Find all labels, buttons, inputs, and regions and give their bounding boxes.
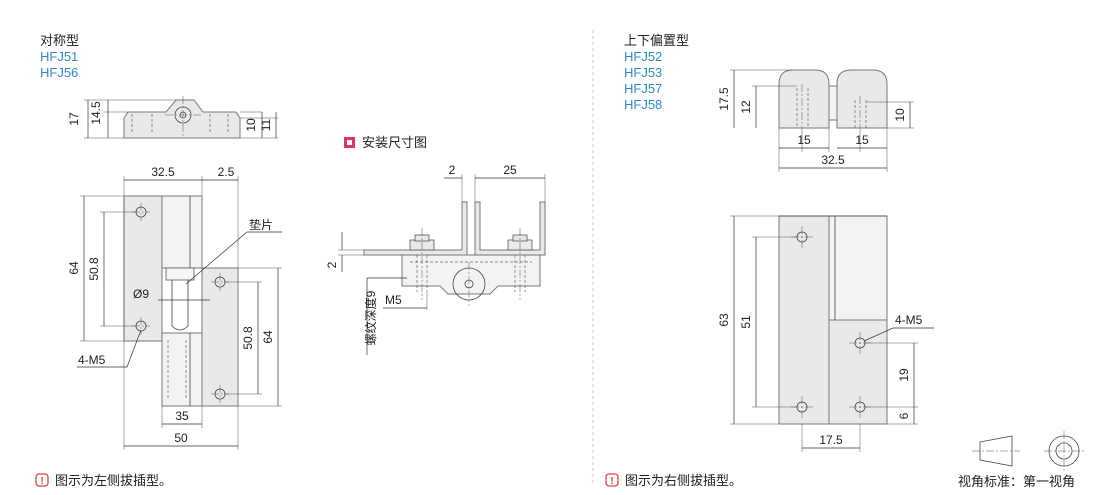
right-dim-17-5-b: 17.5: [819, 433, 843, 447]
projection-label: 视角标准：第一视角: [958, 474, 1075, 489]
left-dim-32-5: 32.5: [151, 165, 175, 179]
mount-dim-2: 2: [449, 163, 456, 177]
svg-text:!: !: [610, 476, 613, 487]
left-dim-14-5: 14.5: [89, 101, 103, 125]
left-dim-50: 50: [174, 431, 188, 445]
left-front-view: [77, 176, 282, 450]
left-note-icon: [35, 473, 49, 487]
right-note: 图示为右侧拔插型。: [625, 473, 742, 488]
left-dim-17: 17: [67, 112, 81, 126]
right-top-view: [730, 69, 914, 172]
left-dim-50-8: 50.8: [87, 257, 101, 281]
mount-thread-depth: 螺纹深度9: [363, 290, 378, 345]
left-model-2: HFJ56: [40, 65, 78, 80]
mount-m5: M5: [385, 293, 402, 307]
right-model-2: HFJ53: [624, 65, 662, 80]
mount-dim-2-v: 2: [325, 261, 339, 268]
right-dim-10: 10: [893, 108, 907, 122]
left-shim-label: 垫片: [249, 217, 273, 232]
right-dim-17-5: 17.5: [717, 87, 731, 111]
right-model-3: HFJ57: [624, 81, 662, 96]
right-model-4: HFJ58: [624, 97, 662, 112]
first-angle-projection-icon: [972, 431, 1084, 471]
left-dim-dia-9: Ø9: [133, 287, 149, 301]
left-dim-64: 64: [67, 261, 81, 275]
left-model-1: HFJ51: [40, 49, 78, 64]
left-holes-label: 4-M5: [78, 353, 106, 367]
right-dim-15-a: 15: [797, 133, 811, 147]
right-dim-15-b: 15: [855, 133, 869, 147]
left-type-name: 对称型: [40, 33, 79, 48]
mounting-title: 安装尺寸图: [362, 135, 427, 150]
right-note-icon: [605, 473, 619, 487]
left-dim-2-5: 2.5: [218, 165, 235, 179]
right-dim-6: 6: [897, 412, 911, 419]
left-dim-64-b: 64: [261, 330, 275, 344]
mount-dim-25: 25: [503, 163, 517, 177]
left-dim-50-8-b: 50.8: [241, 326, 255, 350]
right-dim-51: 51: [739, 315, 753, 329]
right-dim-63: 63: [717, 313, 731, 327]
right-dim-12: 12: [739, 100, 753, 114]
mounting-section-view: [338, 174, 546, 355]
right-holes-label: 4-M5: [895, 313, 923, 327]
right-type-name: 上下偏置型: [624, 33, 689, 48]
left-top-view: [84, 96, 278, 139]
right-model-1: HFJ52: [624, 49, 662, 64]
right-dim-32-5: 32.5: [821, 153, 845, 167]
left-dim-35: 35: [175, 409, 189, 423]
left-dim-10: 10: [244, 118, 258, 132]
svg-text:!: !: [40, 476, 43, 487]
left-dim-11: 11: [259, 118, 273, 131]
right-front-view: [730, 215, 934, 452]
left-note: 图示为左侧拔插型。: [55, 473, 172, 488]
right-dim-19: 19: [897, 368, 911, 382]
